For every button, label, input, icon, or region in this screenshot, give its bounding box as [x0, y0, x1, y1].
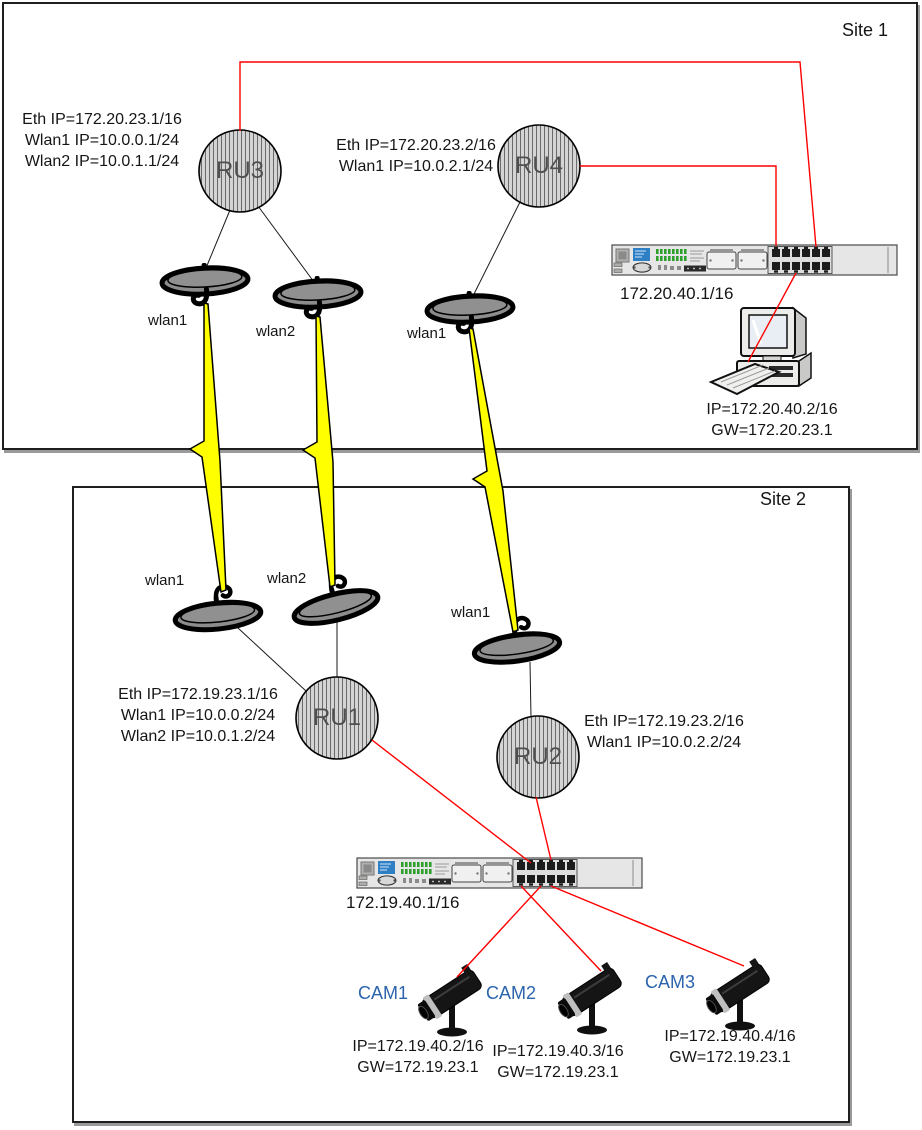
- site1-wlan1-antenna-icon: [161, 261, 249, 306]
- site1-ru4-wlan1-label: wlan1: [407, 325, 447, 342]
- ethernet-links: [239, 61, 817, 978]
- cam2-label: CAM2: [486, 983, 537, 1003]
- cam2-icon: [550, 960, 626, 1036]
- cam3-label: CAM3: [645, 972, 696, 992]
- wireless-links: [188, 302, 519, 634]
- ru2-label: RU2: [513, 743, 562, 770]
- ru3-ip-block: Eth IP=172.20.23.1/16 Wlan1 IP=10.0.0.1/…: [22, 111, 182, 170]
- wireless-link-wlan1: [188, 302, 227, 594]
- site1-wlan2-label: wlan2: [256, 323, 296, 340]
- site2-boundary-box: [72, 486, 850, 1123]
- site2-label: Site 2: [760, 489, 807, 509]
- site1-label: Site 1: [842, 20, 889, 40]
- ru4-label: RU4: [514, 152, 563, 179]
- ru4-ip-block: Eth IP=172.20.23.2/16 Wlan1 IP=10.0.2.1/…: [336, 137, 496, 175]
- ru1-ip-block: Eth IP=172.19.23.1/16 Wlan1 IP=10.0.0.2/…: [118, 686, 278, 745]
- site2-wlan1-label: wlan1: [145, 572, 185, 589]
- cam3-icon: [698, 956, 774, 1032]
- site2-wlan1-antenna-icon: [172, 583, 262, 634]
- cam3-ip-block: IP=172.19.40.4/16 GW=172.19.23.1: [664, 1028, 796, 1066]
- cam1-icon: [410, 962, 486, 1038]
- ru3-label: RU3: [215, 157, 264, 184]
- wired-antenna-links: [205, 201, 532, 718]
- wireless-link-wlan2: [301, 315, 336, 589]
- site2-ru2-wlan1-label: wlan1: [451, 604, 491, 621]
- site1-wlan1-label: wlan1: [148, 312, 188, 329]
- site1-wlan2-antenna-icon: [274, 274, 362, 319]
- site1-switch-icon: [611, 244, 898, 276]
- cam1-ip-block: IP=172.19.40.2/16 GW=172.19.23.1: [352, 1038, 484, 1076]
- ru1-label: RU1: [312, 704, 361, 731]
- cam1-label: CAM1: [358, 983, 409, 1003]
- cam2-ip-block: IP=172.19.40.3/16 GW=172.19.23.1: [492, 1043, 624, 1081]
- site2-switch-ip: 172.19.40.1/16: [346, 893, 460, 912]
- site1-switch-ip: 172.20.40.1/16: [620, 284, 734, 303]
- site2-switch-icon: [356, 857, 643, 889]
- ru2-ip-block: Eth IP=172.19.23.2/16 Wlan1 IP=10.0.2.2/…: [584, 713, 744, 751]
- management-pc-icon: [709, 306, 813, 396]
- wireless-link-ru4-wlan1: [468, 327, 519, 634]
- site2-wlan2-label: wlan2: [267, 570, 307, 587]
- pc-ip-block: IP=172.20.40.2/16 GW=172.20.23.1: [706, 401, 838, 439]
